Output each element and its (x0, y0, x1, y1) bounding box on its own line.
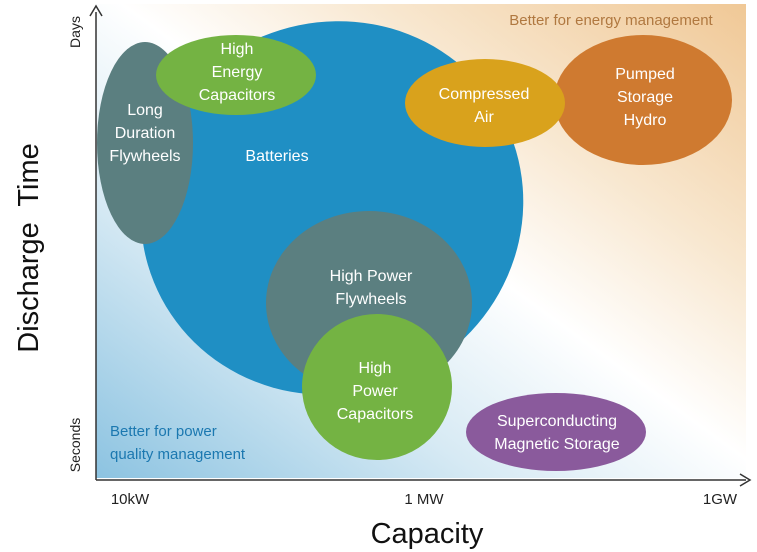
compressed-air-bubble: Compressed Air (405, 59, 565, 147)
high-power-capacitors-bubble: High Power Capacitors (302, 314, 452, 460)
pumped-storage-hydro-label-line-2: Storage (617, 89, 673, 106)
high-energy-capacitors-label-line-3: Capacitors (199, 87, 275, 104)
superconducting-magnetic-storage-label-line-1: Superconducting (497, 413, 617, 430)
long-duration-flywheels-label-line-2: Duration (115, 125, 175, 142)
pumped-storage-hydro-shape (554, 35, 732, 165)
long-duration-flywheels-label-line-3: Flywheels (109, 148, 180, 165)
high-power-capacitors-label-line-3: Capacitors (337, 406, 413, 423)
energy-management-note: Better for energy management (509, 12, 713, 29)
high-energy-capacitors-shape (156, 35, 316, 115)
high-power-capacitors-label-line-2: Power (352, 383, 398, 400)
compressed-air-label-line-1: Compressed (439, 86, 530, 103)
pumped-storage-hydro-label-line-3: Hydro (624, 112, 667, 129)
power-management-note-line-1: Better for power (110, 423, 217, 440)
pumped-storage-hydro-bubble: Pumped Storage Hydro (554, 35, 732, 165)
y-axis-title: Discharge Time (13, 143, 45, 353)
superconducting-magnetic-storage-label-line-2: Magnetic Storage (494, 436, 620, 453)
y-axis-arrowhead (89, 4, 103, 17)
x-axis-arrowhead (739, 473, 752, 487)
y-tick-days: Days (67, 16, 83, 48)
x-tick-1gw: 1GW (703, 491, 738, 508)
power-management-note-line-2: quality management (110, 446, 246, 463)
batteries-label: Batteries (245, 148, 308, 165)
high-energy-capacitors-label-line-2: Energy (212, 64, 263, 81)
high-power-capacitors-shape (302, 314, 452, 460)
superconducting-magnetic-storage-shape (466, 393, 646, 471)
long-duration-flywheels-label-line-1: Long (127, 102, 163, 119)
x-axis-title: Capacity (371, 518, 484, 550)
superconducting-magnetic-storage-bubble: Superconducting Magnetic Storage (466, 393, 646, 471)
high-power-flywheels-label-line-1: High Power (330, 268, 413, 285)
x-tick-10kw: 10kW (111, 491, 150, 508)
high-power-flywheels-label-line-2: Flywheels (335, 291, 406, 308)
pumped-storage-hydro-label-line-1: Pumped (615, 66, 675, 83)
high-power-capacitors-label-line-1: High (359, 360, 392, 377)
y-tick-seconds: Seconds (67, 418, 83, 472)
compressed-air-label-line-2: Air (474, 109, 494, 126)
x-tick-1mw: 1 MW (404, 491, 444, 508)
compressed-air-shape (405, 59, 565, 147)
high-energy-capacitors-bubble: High Energy Capacitors (156, 35, 316, 115)
high-energy-capacitors-label-line-1: High (221, 41, 254, 58)
